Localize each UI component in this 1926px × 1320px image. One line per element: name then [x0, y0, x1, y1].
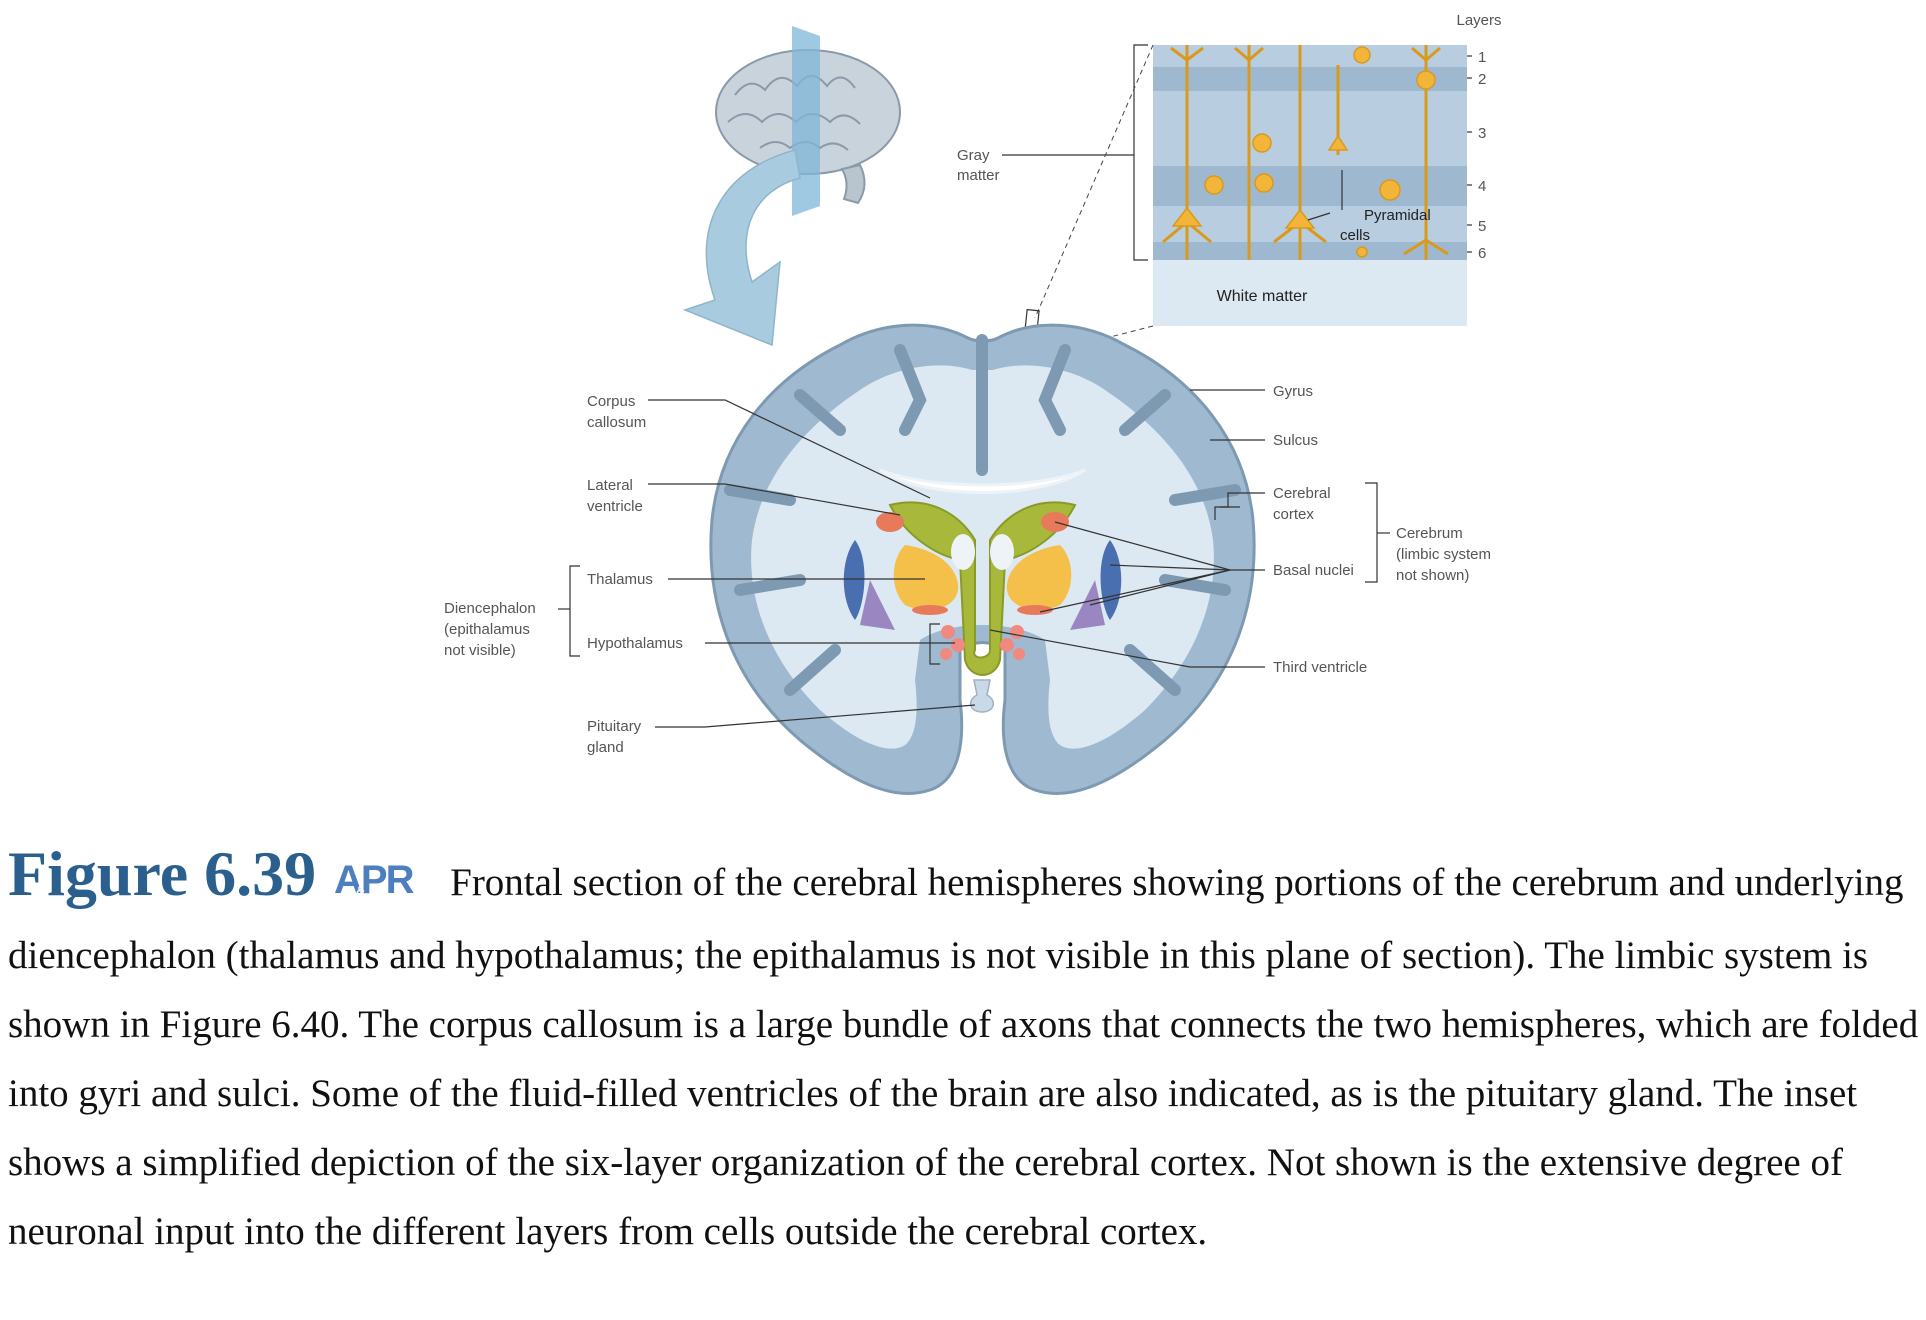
pituitary-gland-label-2: gland: [587, 739, 624, 756]
layer-numbers: 1 2 3 4 5 6: [1467, 49, 1486, 262]
left-labels: Corpus callosum Lateral ventricle Thalam…: [444, 393, 976, 756]
layer-number-5: 5: [1478, 218, 1486, 235]
pituitary-gland-label-1: Pituitary: [587, 718, 642, 735]
hypothalamus-label: Hypothalamus: [587, 635, 683, 652]
third-ventricle-label: Third ventricle: [1273, 659, 1367, 676]
layer-number-3: 3: [1478, 125, 1486, 142]
layer-number-4: 4: [1478, 178, 1486, 195]
cortex-layers-inset: White matter Pyramidal cells: [1153, 45, 1467, 326]
cerebrum-label-2: (limbic system: [1396, 546, 1491, 563]
layer-number-6: 6: [1478, 245, 1486, 262]
apr-logo-ampersand: &: [356, 883, 365, 898]
apr-logo: APR&: [334, 852, 426, 921]
pyramidal-cells-label-2: cells: [1340, 227, 1370, 244]
sulcus-label: Sulcus: [1273, 432, 1318, 449]
gyrus-label: Gyrus: [1273, 383, 1313, 400]
lateral-ventricle-label-2: ventricle: [587, 498, 643, 515]
white-matter-label: White matter: [1217, 288, 1308, 305]
diencephalon-label-2: (epithalamus: [444, 621, 530, 638]
diencephalon-label-3: not visible): [444, 642, 516, 659]
brain-section-diagram: White matter Pyramidal cells Layers 1 2 …: [444, 12, 1502, 795]
apr-logo-text: APR: [334, 858, 415, 899]
gray-matter-label-2: matter: [957, 167, 1000, 184]
frontal-section: [709, 323, 1256, 795]
layer-number-1: 1: [1478, 49, 1486, 66]
corpus-callosum-label-1: Corpus: [587, 393, 635, 410]
section-plane: [792, 26, 820, 216]
cerebrum-label-1: Cerebrum: [1396, 525, 1463, 542]
cerebral-cortex-label-1: Cerebral: [1273, 485, 1331, 502]
pyramidal-cells-label-1: Pyramidal: [1364, 207, 1431, 224]
figure-number: Figure 6.39: [8, 838, 317, 909]
layer-number-2: 2: [1478, 71, 1486, 88]
right-labels: Gyrus Sulcus Cerebral cortex Basal nucle…: [989, 383, 1491, 676]
cerebrum-label-3: not shown): [1396, 567, 1469, 584]
thalamus-label: Thalamus: [587, 571, 653, 588]
caption-text: Frontal section of the cerebral hemisphe…: [8, 861, 1919, 1253]
layers-title: Layers: [1456, 12, 1501, 29]
cerebral-cortex-label-2: cortex: [1273, 506, 1314, 523]
gray-matter-label-1: Gray: [957, 147, 990, 164]
curved-arrow-icon: [682, 149, 801, 347]
lateral-ventricle-label-1: Lateral: [587, 477, 633, 494]
diencephalon-label-1: Diencephalon: [444, 600, 536, 617]
basal-nuclei-label: Basal nuclei: [1273, 562, 1354, 579]
corpus-callosum-label-2: callosum: [587, 414, 646, 431]
